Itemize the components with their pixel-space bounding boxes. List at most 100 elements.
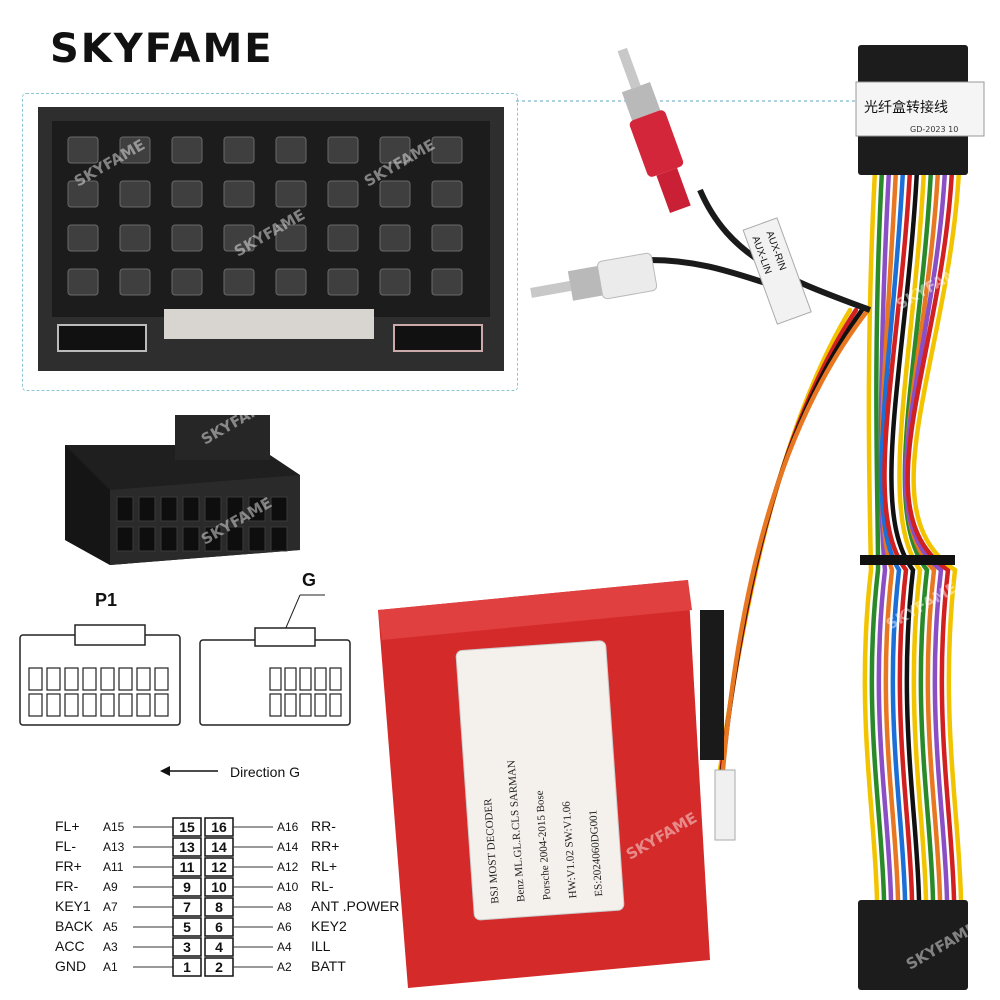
pin-hole [379,180,411,208]
pin-id-label: A6 [277,920,292,934]
wire [717,307,871,809]
p1-cell [154,667,169,691]
pin-id-label: A15 [103,820,125,834]
pin-id-label: A1 [103,960,118,974]
pin-id-label: A5 [103,920,118,934]
direction-arrow-icon [160,766,218,776]
wire-tag-line2: GD-2023 10 [910,125,958,134]
pin-signal-label: BACK [55,918,94,934]
wire [903,167,943,903]
pin-hole [119,268,151,296]
harness-photo: 光纤盒转接线 GD-2023 10 AUX-RIN AUX-LIN BSJ MO… [378,45,985,990]
pin-hole [223,268,255,296]
pin-number: 6 [215,919,223,935]
pin-hole [119,224,151,252]
wire [717,307,859,785]
pin-number: 10 [211,879,227,895]
plug-cell [204,526,222,552]
rca-tag: AUX-RIN AUX-LIN [742,217,812,325]
pin-id-label: A7 [103,900,118,914]
pin-box [172,957,202,977]
wire [717,307,853,773]
pin-signal-label: FL- [55,838,76,854]
pin-hole [67,136,99,164]
pin-id-label: A8 [277,900,292,914]
p1-cell [154,693,169,717]
p1-label: P1 [95,590,118,610]
pin-number: 12 [211,859,227,875]
pin-hole [379,268,411,296]
pin-signal-label: FR+ [55,858,82,874]
pin-hole [327,268,359,296]
pin-hole [223,180,255,208]
pin-box [172,837,202,857]
wire [897,167,929,903]
pin-hole [67,268,99,296]
pin-hole [171,180,203,208]
pin-hole [379,136,411,164]
p1-cell [82,693,97,717]
wire [889,167,922,903]
pin-number: 8 [215,899,223,915]
pin-number: 2 [215,959,223,975]
pin-signal-label: KEY2 [311,918,347,934]
pin-number: 9 [183,879,191,895]
harness-bottom-connector [858,900,968,990]
pin-signal-label: ILL [311,938,331,954]
pin-number: 16 [211,819,227,835]
pin-hole [275,224,307,252]
pin-number: 7 [183,899,191,915]
p1-cell [82,667,97,691]
pin-signal-label: RR+ [311,838,339,854]
connector-key-slot [164,309,374,339]
connector-line-drawings [19,594,351,726]
pin-signal-label: KEY1 [55,898,91,914]
connector-face-photo: SKYFAME SKYFAME SKYFAME [38,107,504,371]
pin-id-label: A4 [277,940,292,954]
pin-number: 11 [180,859,195,875]
wire-tag [855,81,985,137]
plug-cell [248,496,266,522]
g-cell [314,667,327,691]
pin-box [172,817,202,837]
p1-cell [100,667,115,691]
p1-cell [118,693,133,717]
connector-photo-frame [22,93,518,391]
wire [862,167,880,903]
g-cell [314,693,327,717]
plug-cell [160,526,178,552]
pin-signal-label: ANT .POWER [311,898,399,914]
g-cell [299,693,312,717]
pin-id-label: A2 [277,960,292,974]
wire [879,167,908,903]
pin-signal-label: FR- [55,878,79,894]
plug-cell [204,496,222,522]
p1-cell [136,667,151,691]
p1-cell [46,693,61,717]
plug-cell [116,526,134,552]
pin-signal-label: ACC [55,938,85,954]
pin-hole [275,136,307,164]
plug-cell [182,526,200,552]
pin-hole [275,180,307,208]
pin-box [172,877,202,897]
p1-cell [64,667,79,691]
brand-logo: SKYFAME [50,26,274,72]
pin-number: 4 [215,939,223,955]
p1-cell [100,693,115,717]
wire [903,167,950,903]
rca-plug-red [617,47,691,214]
pin-number: 15 [179,819,195,835]
g-label: G [302,570,317,590]
pin-id-label: A11 [103,860,124,874]
pin-signal-label: FL+ [55,818,80,834]
p1-cell [136,693,151,717]
plug-cell [226,496,244,522]
pin-signal-label: RR- [311,818,336,834]
p1-cell [118,667,133,691]
pin-hole [171,136,203,164]
wire [911,167,964,903]
decoder-white-socket [714,769,736,841]
pin-hole [431,180,463,208]
pin-hole [431,136,463,164]
